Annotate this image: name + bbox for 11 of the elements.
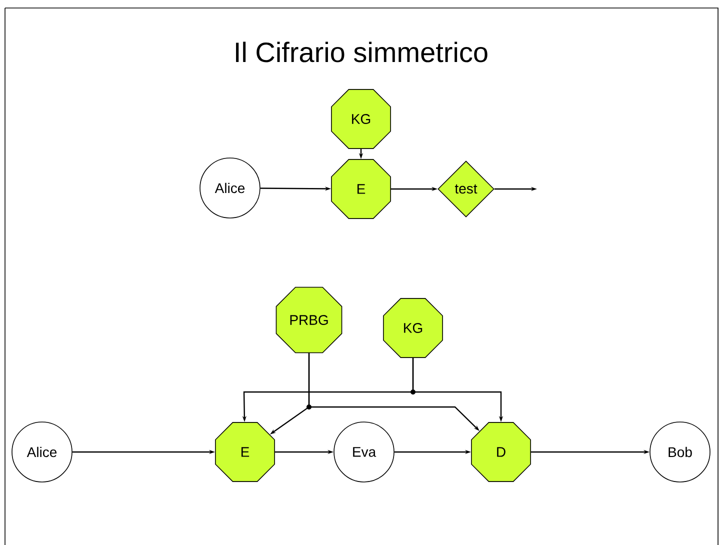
title: Il Cifrario simmetrico <box>236 42 488 62</box>
octagon-node: PRBG <box>276 286 342 354</box>
octagon-node: E <box>215 422 275 482</box>
circle-node: Bob <box>650 422 710 482</box>
circle-node: Eva <box>334 422 394 482</box>
octagon-node: KG <box>331 89 391 149</box>
octagon-node: D <box>471 422 531 482</box>
octagon-node: E <box>331 159 391 219</box>
octagon-node: KG <box>383 298 443 358</box>
circle-node: Alice <box>200 158 260 218</box>
circle-node: Alice <box>12 422 72 482</box>
